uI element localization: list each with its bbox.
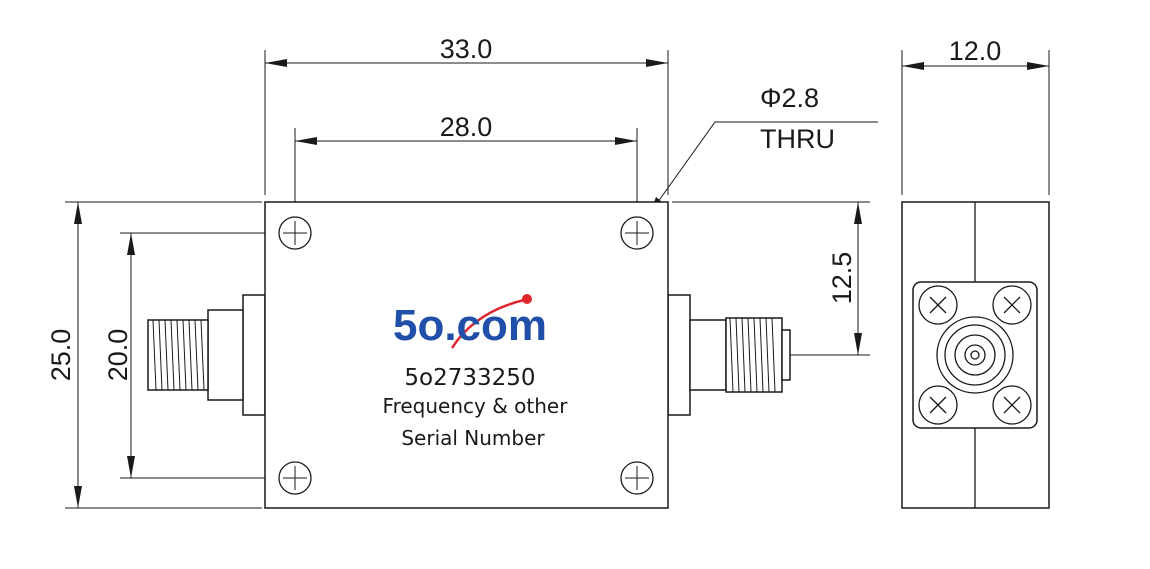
hole-callout: Φ2.8 THRU — [649, 83, 878, 214]
screw-icon — [918, 285, 958, 325]
dimension-connector-height: 12.5 — [827, 202, 862, 355]
left-connector-icon — [147, 294, 266, 416]
dimension-overall-length-text: 33.0 — [440, 34, 493, 64]
brand-logo: 5o.com — [393, 294, 547, 350]
screw-icon — [918, 385, 958, 425]
right-connector-icon — [667, 294, 791, 416]
label-line1-text: Frequency & other — [383, 394, 569, 418]
dimension-side-width-text: 12.0 — [949, 36, 1002, 66]
dimension-overall-height-text: 25.0 — [46, 329, 76, 382]
part-number-text: 5o2733250 — [404, 365, 535, 391]
mounting-hole-icon — [620, 216, 654, 250]
screw-icon — [992, 285, 1032, 325]
connector-icon — [936, 316, 1014, 394]
mounting-hole-icon — [278, 216, 312, 250]
dimension-hole-spacing-y-text: 20.0 — [103, 329, 133, 382]
connector-flange — [912, 281, 1038, 429]
logo-text: 5o.com — [393, 301, 547, 350]
extension-lines — [65, 50, 870, 509]
hole-diameter-text: Φ2.8 — [760, 83, 819, 113]
dimension-connector-height-text: 12.5 — [827, 252, 857, 305]
dimension-hole-spacing-x-text: 28.0 — [440, 112, 493, 142]
screw-icon — [992, 385, 1032, 425]
side-extension-lines — [901, 50, 1050, 195]
front-view-body — [264, 201, 669, 509]
dimension-hole-spacing-x: 28.0 — [295, 112, 637, 145]
dimension-overall-height: 25.0 — [46, 202, 82, 508]
dimension-hole-spacing-y: 20.0 — [103, 233, 135, 478]
mounting-hole-icon — [620, 461, 654, 495]
mounting-hole-icon — [278, 461, 312, 495]
dimension-side-width: 12.0 — [902, 36, 1049, 70]
label-line2-text: Serial Number — [401, 426, 545, 450]
dimension-overall-length: 33.0 — [265, 34, 668, 67]
hole-type-text: THRU — [760, 124, 835, 154]
